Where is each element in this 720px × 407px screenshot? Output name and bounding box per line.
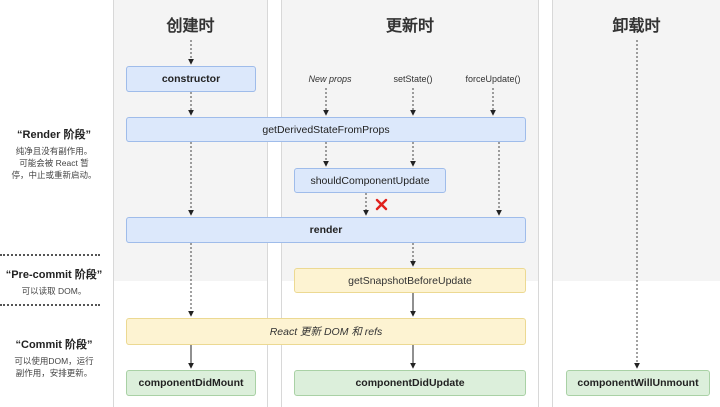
should-component-update-box: shouldComponentUpdate [294, 168, 446, 193]
trigger-set-state: setState() [393, 74, 433, 84]
column-title-mounting: 创建时 [166, 18, 215, 35]
component-will-unmount-box: componentWillUnmount [566, 370, 710, 396]
phase-separator-1 [0, 254, 100, 256]
component-did-mount-box: componentDidMount [126, 370, 256, 396]
phase-render-desc-2: 可能会被 React 暂 [19, 158, 89, 168]
phase-render-desc-1: 纯净且没有副作用。 [15, 146, 93, 156]
phase-pre-commit-desc-1: 可以读取 DOM。 [21, 286, 87, 296]
trigger-force-update: forceUpdate() [465, 74, 521, 84]
phase-commit-title: “Commit 阶段” [15, 339, 93, 351]
phase-commit: “Commit 阶段” 可以使用DOM，运行 副作用，安排更新。 [0, 336, 108, 379]
constructor-box: constructor [126, 66, 256, 92]
component-did-update-box: componentDidUpdate [294, 370, 526, 396]
column-title-updating: 更新时 [385, 18, 434, 35]
column-title-unmounting: 卸载时 [612, 18, 661, 35]
phase-render: “Render 阶段” 纯净且没有副作用。 可能会被 React 暂 停，中止或… [0, 126, 108, 181]
phase-commit-desc-2: 副作用，安排更新。 [15, 368, 93, 378]
cross-icon [375, 198, 388, 211]
phase-render-title: “Render 阶段” [17, 129, 91, 141]
get-derived-state-from-props-box: getDerivedStateFromProps [126, 117, 526, 142]
react-updates-dom-box: React 更新 DOM 和 refs [126, 318, 526, 345]
phase-separator-2 [0, 304, 100, 306]
phase-render-desc-3: 停，中止或重新启动。 [11, 170, 97, 180]
render-box: render [126, 217, 526, 243]
phase-commit-desc-1: 可以使用DOM，运行 [14, 356, 94, 366]
get-snapshot-before-update-box: getSnapshotBeforeUpdate [294, 268, 526, 293]
phase-pre-commit: “Pre-commit 阶段” 可以读取 DOM。 [0, 266, 108, 297]
phase-pre-commit-title: “Pre-commit 阶段” [5, 269, 103, 281]
trigger-new-props: New props [308, 74, 352, 84]
